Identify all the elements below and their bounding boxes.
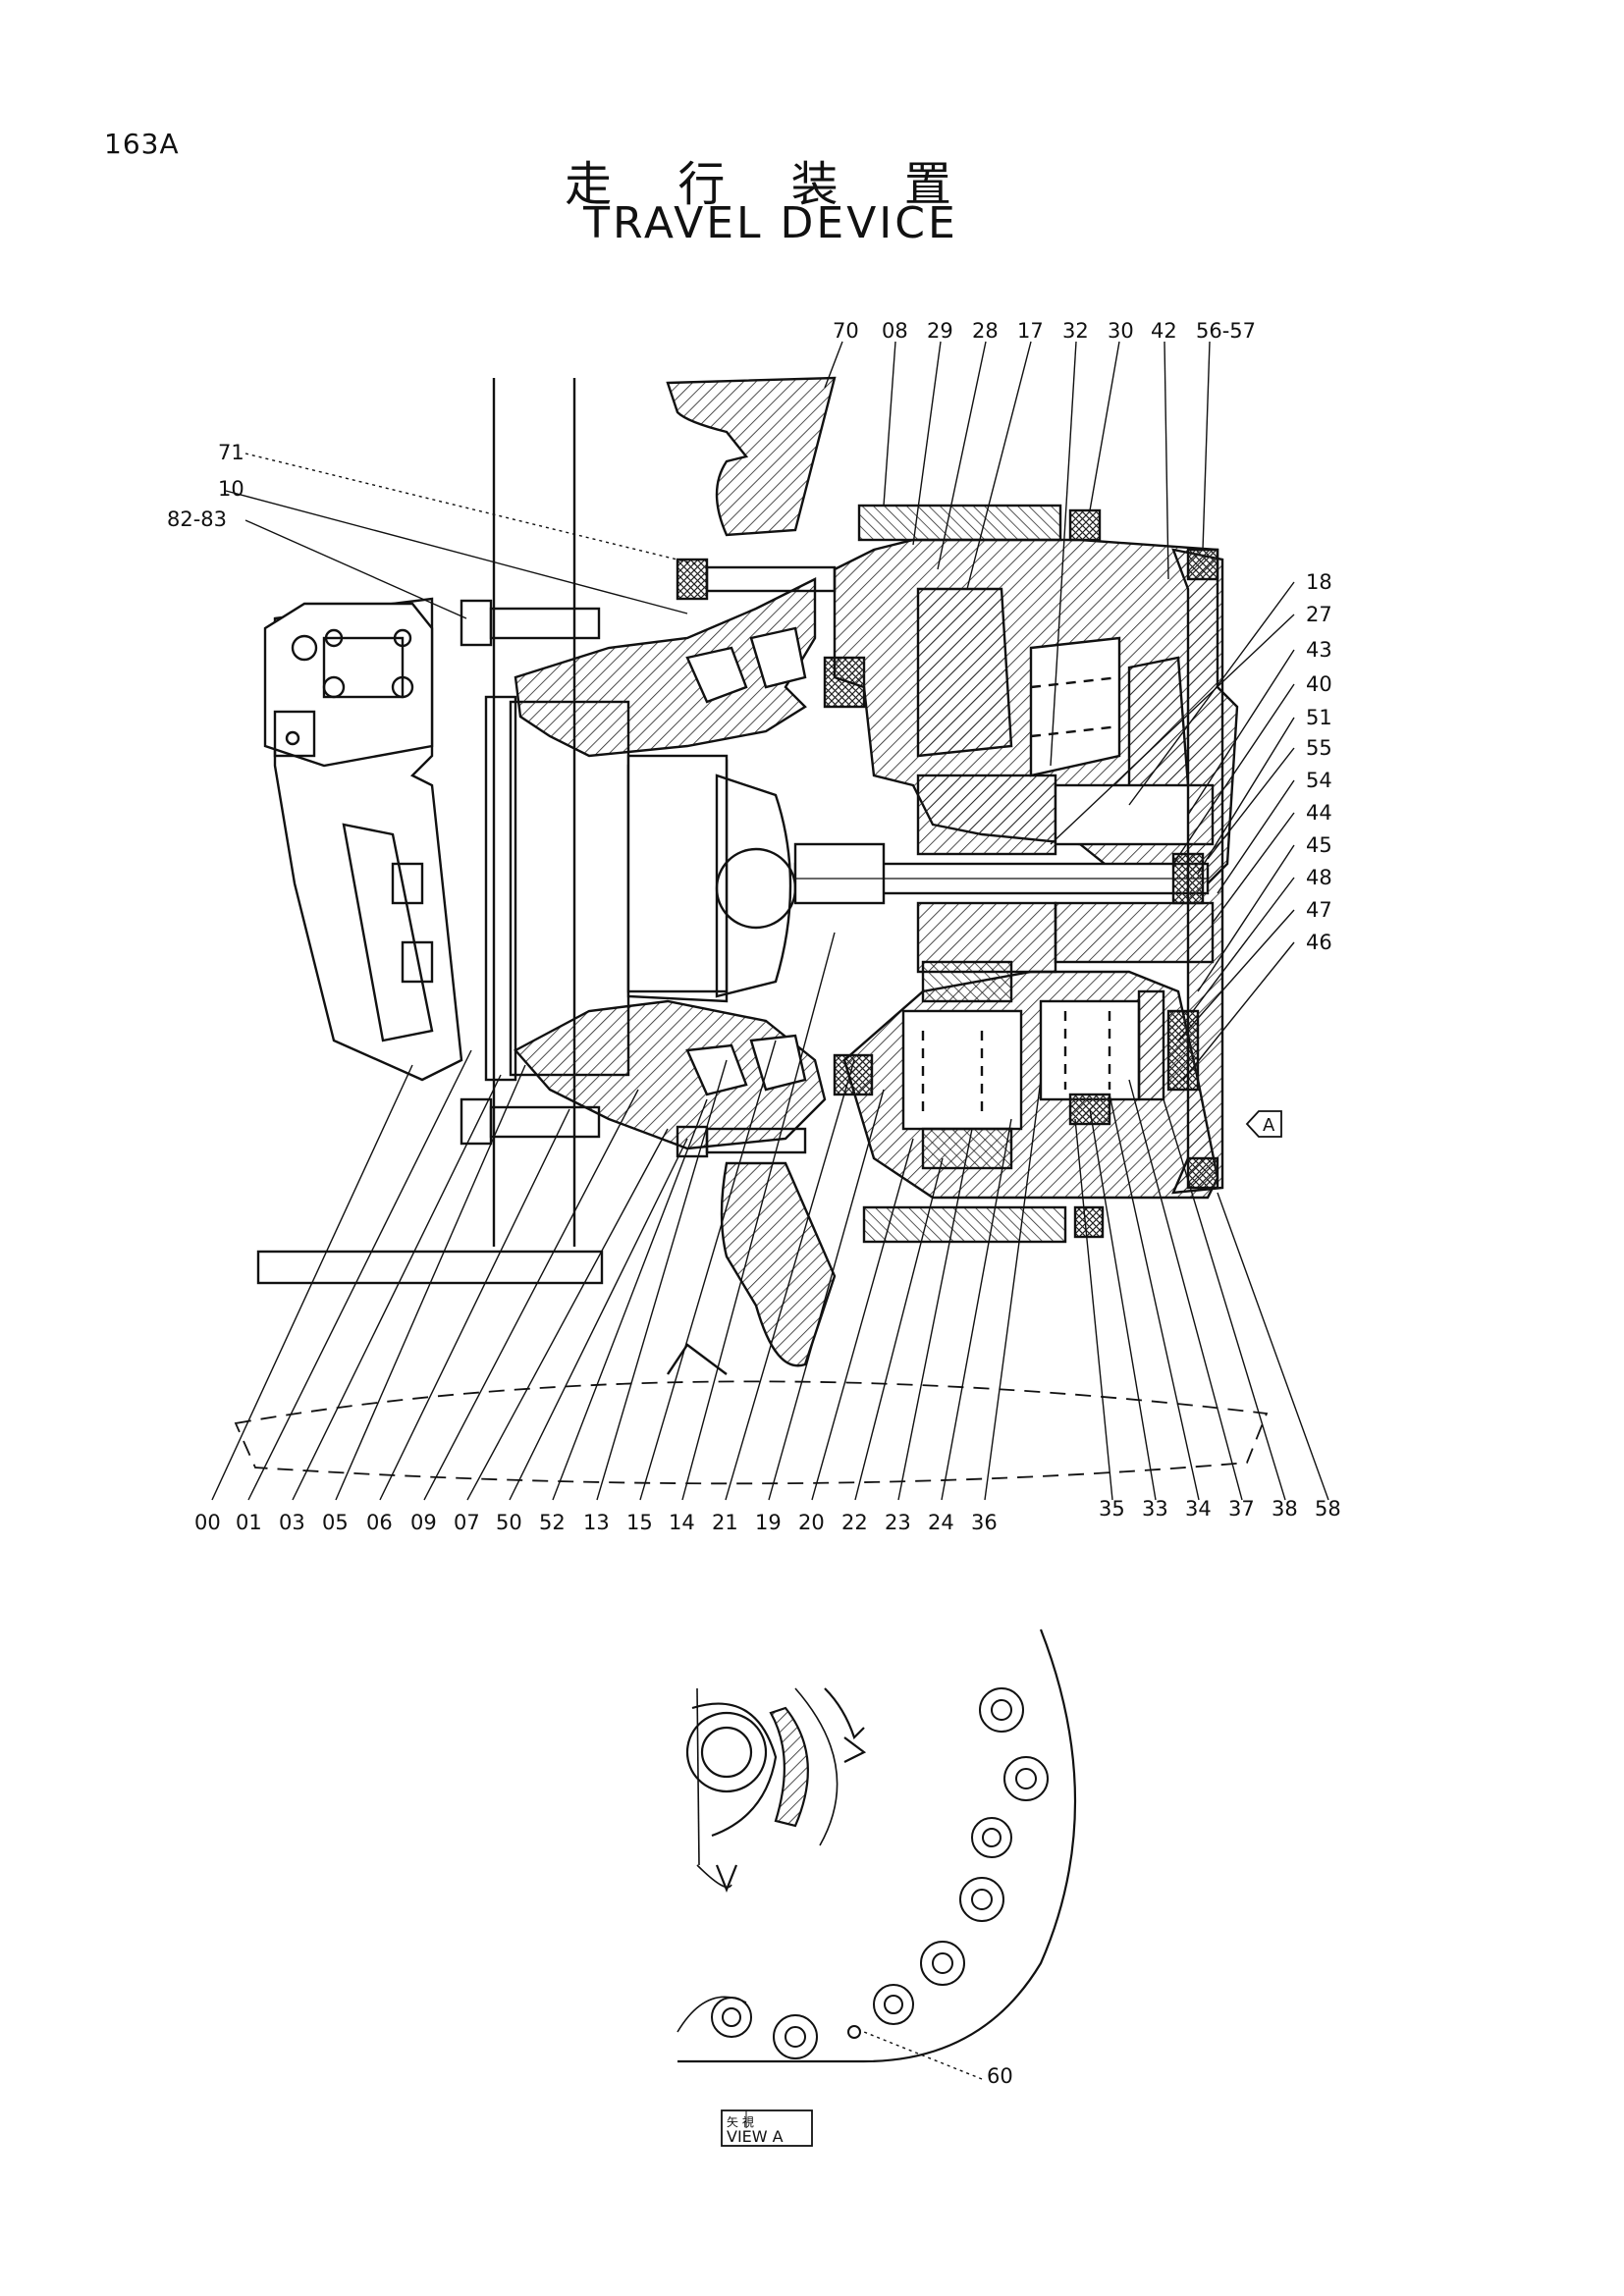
callout-56-57: 56-57 bbox=[1196, 319, 1256, 343]
callout-71: 71 bbox=[218, 441, 244, 464]
planet-lower bbox=[901, 1009, 1023, 1131]
callout-58: 58 bbox=[1315, 1497, 1341, 1521]
callout-right-labels: 18 27 43 40 51 55 54 44 45 48 47 46 bbox=[1306, 570, 1332, 954]
callout-24: 24 bbox=[928, 1511, 954, 1534]
callout-60: 60 bbox=[987, 2064, 1013, 2088]
callout-01: 01 bbox=[236, 1511, 262, 1534]
callout-21: 21 bbox=[712, 1511, 738, 1534]
view-a-marker-letter: A bbox=[1263, 1115, 1275, 1136]
title-english: TRAVEL DEVICE bbox=[583, 198, 958, 248]
callout-43: 43 bbox=[1306, 638, 1332, 662]
ring-bar-top bbox=[857, 504, 1062, 542]
callout-bottom-right-labels: 35 33 34 37 38 58 bbox=[1099, 1497, 1341, 1521]
callout-09: 09 bbox=[410, 1511, 437, 1534]
hub-upper bbox=[514, 577, 817, 758]
ring-bar-bottom bbox=[862, 1205, 1067, 1244]
callout-37: 37 bbox=[1228, 1497, 1255, 1521]
callout-03: 03 bbox=[279, 1511, 305, 1534]
callout-42: 42 bbox=[1151, 319, 1177, 343]
sprocket-bottom bbox=[720, 1161, 837, 1367]
callout-45: 45 bbox=[1306, 833, 1332, 857]
bearing-upper-2 bbox=[749, 626, 807, 689]
callout-18: 18 bbox=[1306, 570, 1332, 594]
callout-08: 08 bbox=[882, 319, 908, 343]
ground-line bbox=[234, 1380, 1269, 1485]
callout-36: 36 bbox=[971, 1511, 998, 1534]
callout-33: 33 bbox=[1142, 1497, 1168, 1521]
leader-lines bbox=[211, 341, 1329, 2080]
callout-29: 29 bbox=[927, 319, 953, 343]
callout-32: 32 bbox=[1062, 319, 1089, 343]
view-label-top: 矢 視 bbox=[727, 2114, 754, 2129]
callout-19: 19 bbox=[755, 1511, 782, 1534]
callout-15: 15 bbox=[626, 1511, 653, 1534]
callout-17: 17 bbox=[1017, 319, 1044, 343]
callout-35: 35 bbox=[1099, 1497, 1125, 1521]
carrier-upper bbox=[916, 774, 1057, 856]
callout-51: 51 bbox=[1306, 706, 1332, 729]
callout-22: 22 bbox=[841, 1511, 868, 1534]
planet-gear-upper bbox=[916, 587, 1013, 758]
bearing-lower-1 bbox=[685, 1043, 748, 1096]
callout-70: 70 bbox=[833, 319, 859, 343]
callout-06: 06 bbox=[366, 1511, 393, 1534]
title-japanese: 走 行 装 置 bbox=[565, 157, 977, 212]
page-code: 163A bbox=[104, 128, 180, 160]
callout-top-labels: 70 08 29 28 17 32 30 42 56-57 bbox=[833, 319, 1256, 343]
callout-23: 23 bbox=[885, 1511, 911, 1534]
view-a-detail bbox=[677, 1629, 1077, 2063]
callout-40: 40 bbox=[1306, 672, 1332, 696]
callout-30: 30 bbox=[1108, 319, 1134, 343]
callout-05: 05 bbox=[322, 1511, 349, 1534]
pin-lower bbox=[1039, 999, 1141, 1101]
view-a-marker: A bbox=[1245, 1110, 1282, 1138]
callout-38: 38 bbox=[1272, 1497, 1298, 1521]
callout-82-83: 82-83 bbox=[167, 507, 227, 531]
callout-46: 46 bbox=[1306, 931, 1332, 954]
callout-34: 34 bbox=[1185, 1497, 1212, 1521]
callout-50: 50 bbox=[496, 1511, 522, 1534]
callout-14: 14 bbox=[669, 1511, 695, 1534]
view-label-bottom: VIEW A bbox=[727, 2127, 784, 2146]
callout-left-labels: 71 10 82-83 bbox=[167, 441, 244, 531]
hub-lower bbox=[514, 999, 827, 1150]
view-label-box: 矢 視 VIEW A bbox=[721, 2109, 813, 2147]
callout-27: 27 bbox=[1306, 603, 1332, 626]
callout-07: 07 bbox=[454, 1511, 480, 1534]
callout-54: 54 bbox=[1306, 769, 1332, 792]
callout-20: 20 bbox=[798, 1511, 825, 1534]
callout-52: 52 bbox=[539, 1511, 566, 1534]
bearing-upper-1 bbox=[685, 646, 748, 704]
carrier-lower bbox=[916, 901, 1057, 974]
cover-plate bbox=[1171, 548, 1224, 1195]
callout-47: 47 bbox=[1306, 898, 1332, 922]
callout-48: 48 bbox=[1306, 866, 1332, 889]
callout-10: 10 bbox=[218, 477, 244, 501]
callout-13: 13 bbox=[583, 1511, 610, 1534]
bolt-holes bbox=[711, 1687, 1049, 2059]
callout-bottom-left-labels: 00 01 03 05 06 09 07 50 52 13 15 14 21 1… bbox=[194, 1511, 998, 1534]
callout-55: 55 bbox=[1306, 736, 1332, 760]
callout-44: 44 bbox=[1306, 801, 1332, 825]
callout-28: 28 bbox=[972, 319, 999, 343]
callout-00: 00 bbox=[194, 1511, 221, 1534]
sprocket-top bbox=[666, 376, 837, 537]
section-view bbox=[234, 376, 1269, 1485]
